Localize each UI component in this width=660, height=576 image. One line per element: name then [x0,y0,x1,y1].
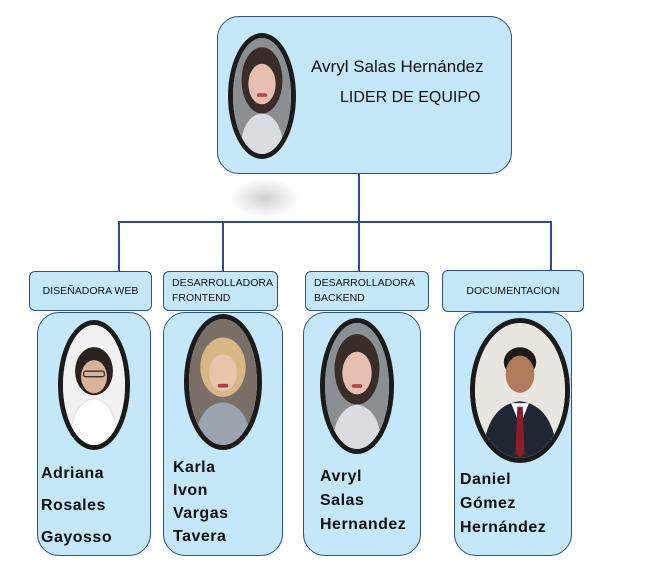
member-photo-3 [320,318,394,454]
leader-name: Avryl Salas Hernández [311,57,484,76]
member-role-2: DESARROLLADORA FRONTEND [163,271,278,311]
member-name-line: Salas [320,492,365,509]
member-name-line: Adriana [41,465,105,482]
member-role-label-1: DISEÑADORA WEB [42,284,139,297]
member-name-line: Gómez [460,495,516,512]
connector-horizontal [118,221,551,223]
member-role-label-2: DESARROLLADORA FRONTEND [172,277,273,304]
member-name-line: Rosales [41,497,106,514]
connector-drop-2 [222,221,224,271]
member-name-4: Daniel Gómez Hernández [460,468,546,540]
connector-vertical-leader [358,174,360,222]
member-role-4: DOCUMENTACION [442,270,584,312]
leader-role: LIDER DE EQUIPO [340,89,481,106]
member-role-label-3: DESARROLLADORA BACKEND [314,277,415,304]
decorative-shadow [230,178,300,218]
connector-drop-1 [118,221,120,271]
member-name-2: Karla Ivon Vargas Tavera [173,456,228,548]
member-name-line: Avryl [320,468,362,485]
member-photo-4 [470,318,570,463]
member-name-line: Vargas [173,505,229,522]
connector-drop-4 [550,221,552,271]
leader-photo [228,33,296,159]
leader-card: Avryl Salas Hernández LIDER DE EQUIPO [217,16,512,174]
connector-drop-3 [358,221,360,271]
member-name-line: Hernández [460,519,547,536]
member-name-line: Hernandez [320,516,407,533]
member-photo-1 [58,320,130,450]
member-role-label-4: DOCUMENTACION [466,284,560,297]
member-name-line: Karla [173,459,216,476]
member-name-line: Gayosso [41,529,113,546]
member-role-3: DESARROLLADORA BACKEND [305,271,429,311]
member-photo-2 [184,314,262,450]
member-name-line: Daniel [460,471,512,488]
member-name-3: Avryl Salas Hernandez [320,465,406,537]
member-name-1: Adriana Rosales Gayosso [41,458,112,554]
member-role-1: DISEÑADORA WEB [29,271,152,311]
member-name-line: Ivon [173,482,208,499]
member-name-line: Tavera [173,528,227,545]
